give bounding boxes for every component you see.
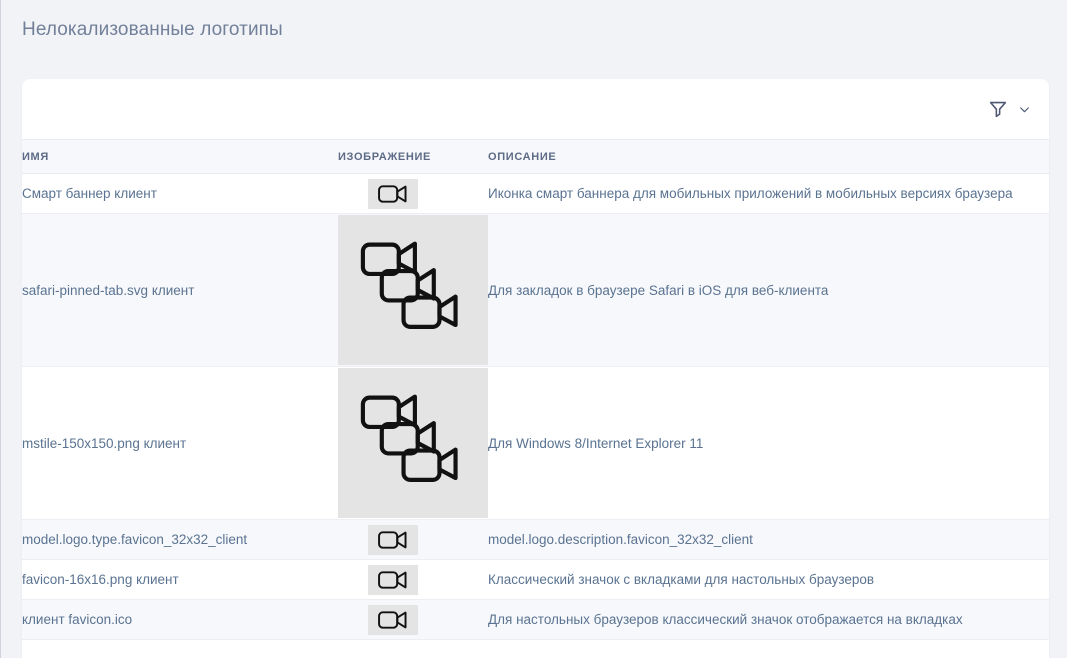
logos-table: ИМЯ ИЗОБРАЖЕНИЕ ОПИСАНИЕ Смарт баннер кл… [22, 139, 1049, 640]
logo-thumbnail[interactable] [338, 368, 488, 518]
table-row[interactable]: favicon-16x16.png клиент Классический зна… [22, 559, 1049, 600]
cell-description: model.logo.description.favicon_32x32_cli… [488, 519, 1049, 560]
table-header: ИМЯ ИЗОБРАЖЕНИЕ ОПИСАНИЕ [22, 139, 1049, 174]
cell-image [338, 519, 488, 560]
multiple-video-cameras-icon [357, 238, 469, 342]
logo-thumbnail[interactable] [368, 604, 418, 635]
cell-image [338, 559, 488, 600]
logos-card: ИМЯ ИЗОБРАЖЕНИЕ ОПИСАНИЕ Смарт баннер кл… [22, 79, 1049, 658]
cell-name: клиент favicon.ico [22, 599, 338, 640]
cell-description: Для Windows 8/Internet Explorer 11 [488, 366, 1049, 520]
table-row[interactable]: model.logo.type.favicon_32x32_client mode… [22, 519, 1049, 560]
cell-name: favicon-16x16.png клиент [22, 559, 338, 600]
cell-image [338, 173, 488, 214]
column-header-name[interactable]: ИМЯ [22, 139, 338, 174]
cell-name: mstile-150x150.png клиент [22, 366, 338, 520]
cell-image [338, 599, 488, 640]
table-toolbar [22, 79, 1049, 139]
column-header-image[interactable]: ИЗОБРАЖЕНИЕ [338, 139, 488, 174]
cell-description: Иконка смарт баннера для мобильных прило… [488, 173, 1049, 214]
cell-description: Для настольных браузеров классический зн… [488, 599, 1049, 640]
table-row[interactable]: safari-pinned-tab.svg клиент Для закладок… [22, 213, 1049, 367]
video-camera-icon [378, 570, 408, 590]
page-header: Нелокализованные логотипы [1, 0, 1067, 60]
cell-name: model.logo.type.favicon_32x32_client [22, 519, 338, 560]
table-header-row: ИМЯ ИЗОБРАЖЕНИЕ ОПИСАНИЕ [22, 139, 1049, 174]
filter-funnel-icon[interactable] [987, 98, 1009, 120]
video-camera-icon [378, 610, 408, 630]
video-camera-icon [378, 530, 408, 550]
logo-thumbnail[interactable] [368, 524, 418, 555]
page-title: Нелокализованные логотипы [22, 19, 283, 40]
table-row[interactable]: Смарт баннер клиент Иконка смарт баннера … [22, 173, 1049, 214]
cell-description: Классический значок с вкладками для наст… [488, 559, 1049, 600]
cell-name: safari-pinned-tab.svg клиент [22, 213, 338, 367]
cell-image [338, 213, 488, 367]
table-row[interactable]: клиент favicon.ico Для настольных браузер… [22, 599, 1049, 640]
filter-button[interactable] [987, 98, 1031, 120]
column-header-description[interactable]: ОПИСАНИЕ [488, 139, 1049, 174]
chevron-down-icon[interactable] [1018, 103, 1031, 116]
logo-thumbnail[interactable] [368, 178, 418, 209]
logo-thumbnail[interactable] [338, 215, 488, 365]
cell-description: Для закладок в браузере Safari в iOS для… [488, 213, 1049, 367]
table-row[interactable]: mstile-150x150.png клиент Для Windows 8/I… [22, 366, 1049, 520]
video-camera-icon [378, 184, 408, 204]
multiple-video-cameras-icon [357, 391, 469, 495]
cell-image [338, 366, 488, 520]
table-body: Смарт баннер клиент Иконка смарт баннера … [22, 173, 1049, 640]
logo-thumbnail[interactable] [368, 564, 418, 595]
cell-name: Смарт баннер клиент [22, 173, 338, 214]
